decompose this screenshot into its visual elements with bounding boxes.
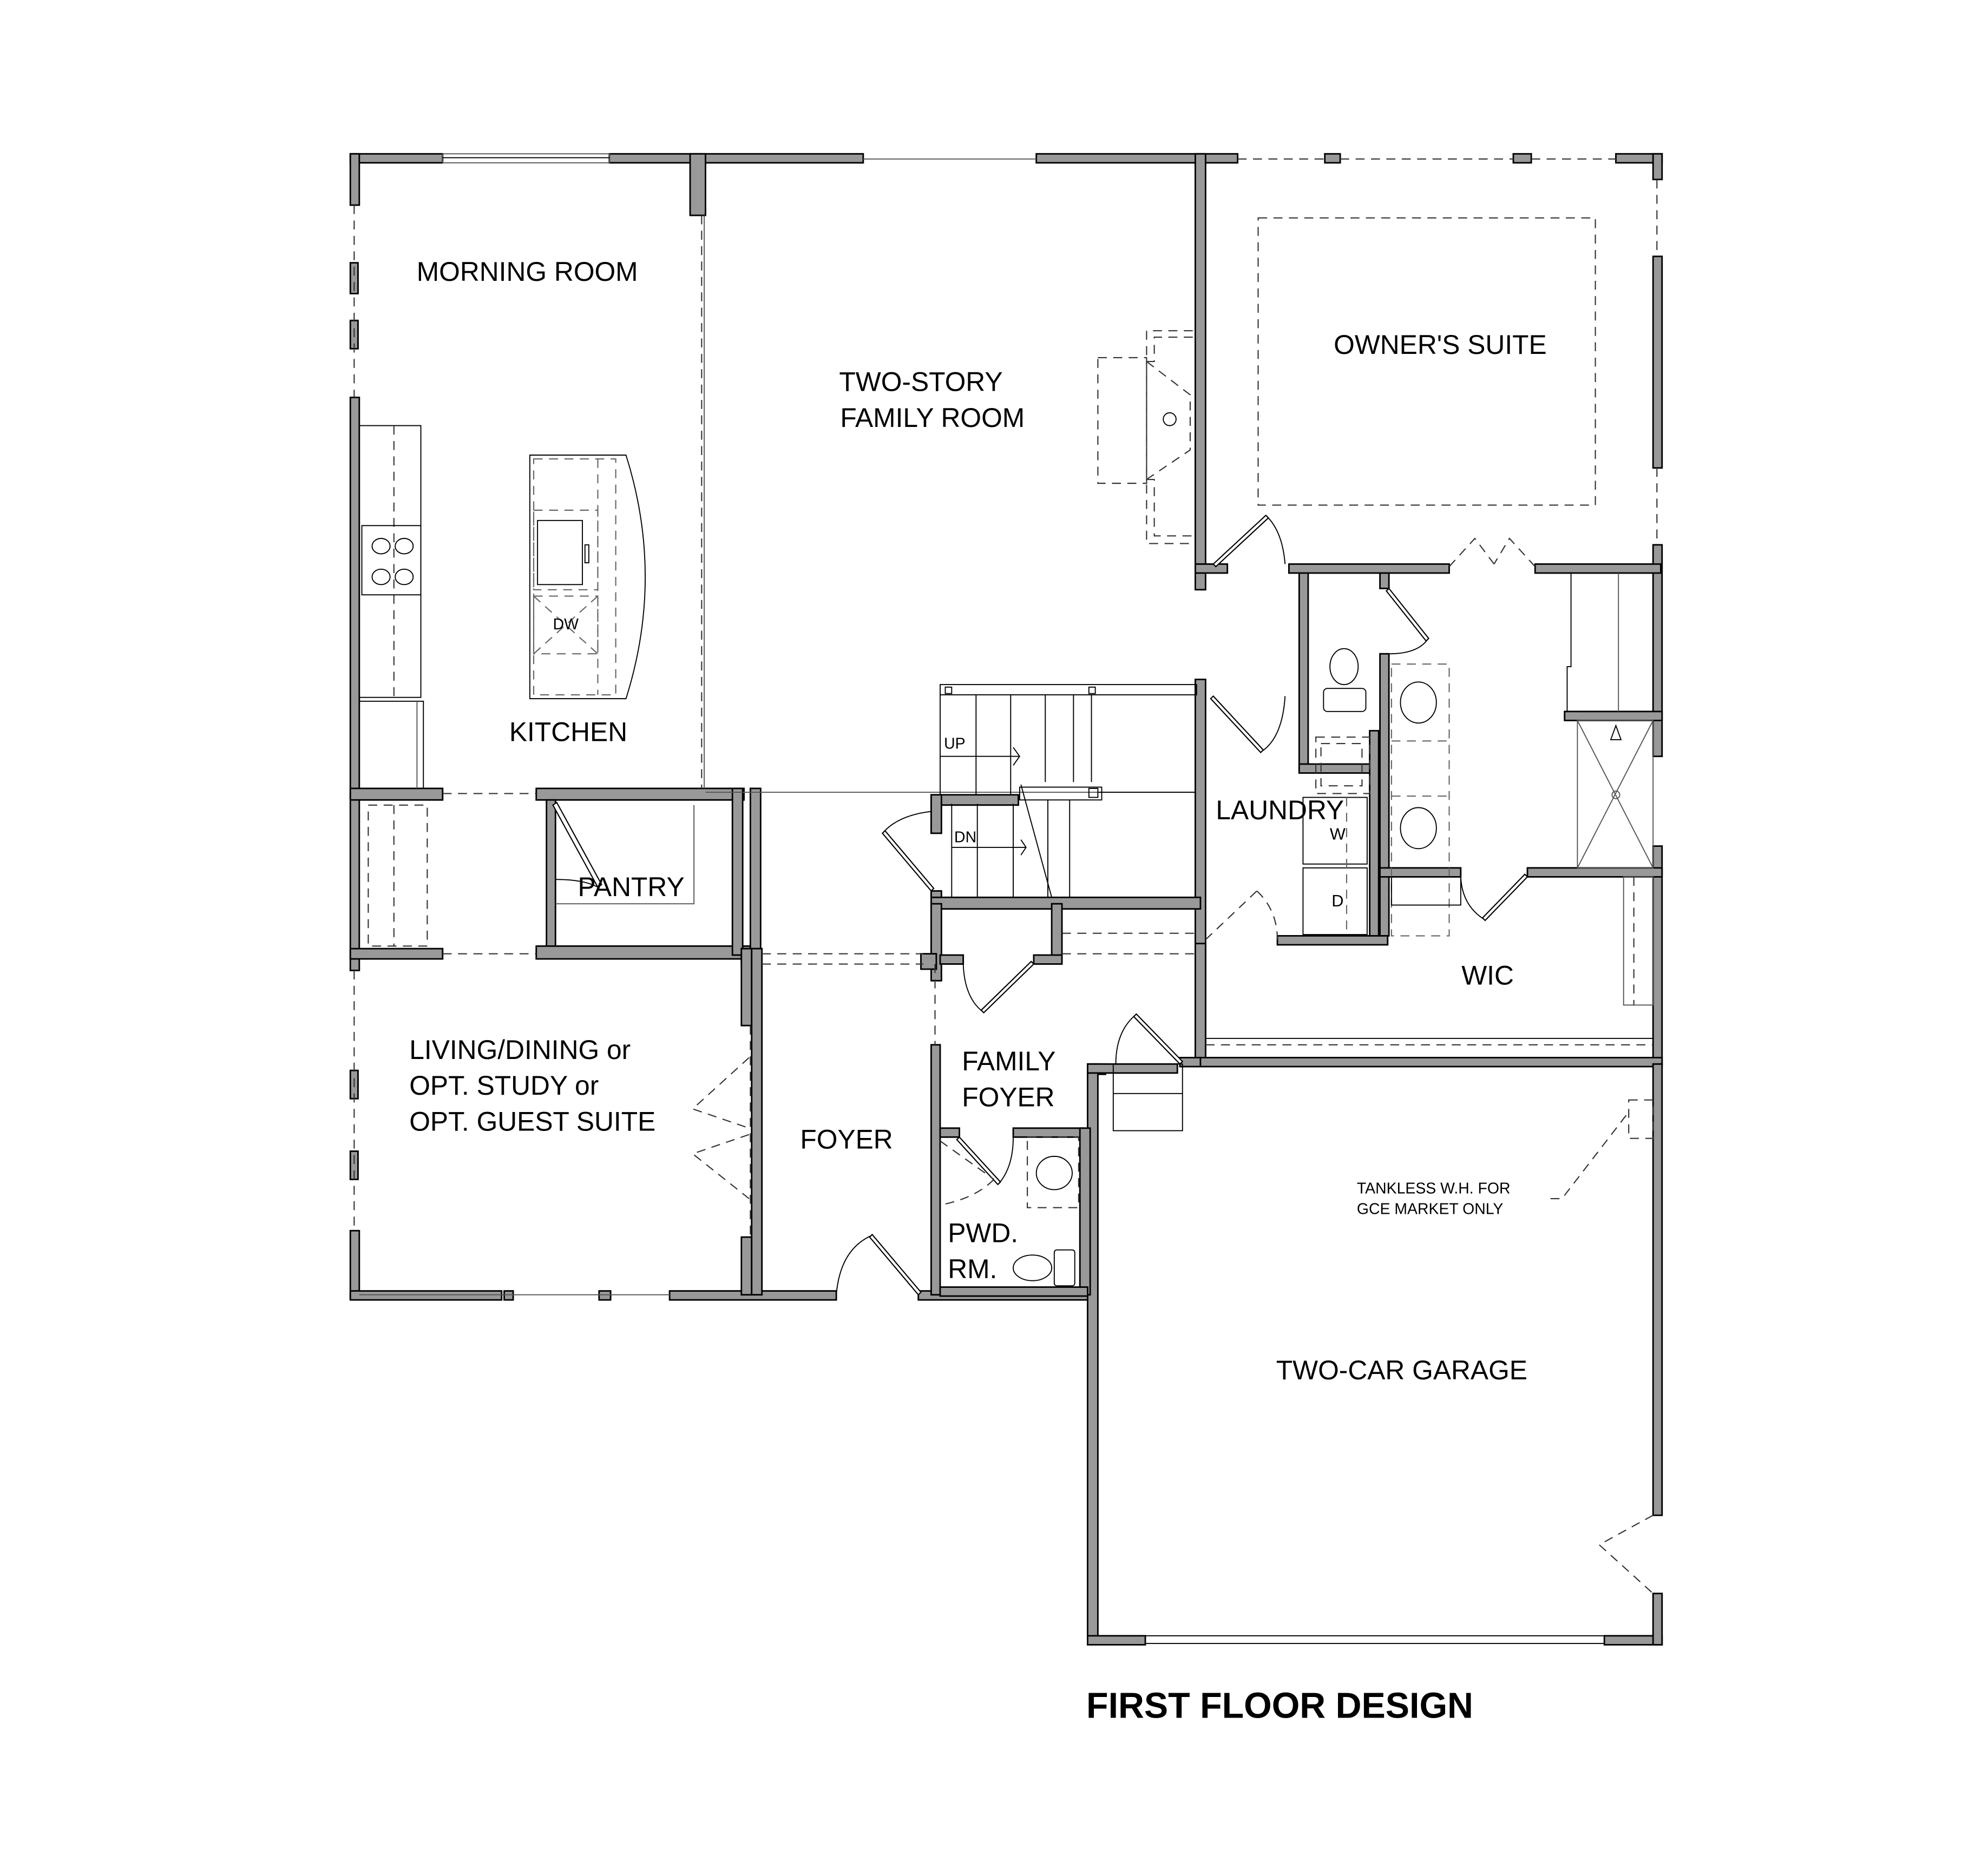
- toilet-icon: [1329, 648, 1359, 686]
- kitchen-island: DW: [529, 455, 646, 700]
- dryer-icon: [1302, 867, 1368, 935]
- water-heater-icon: [1628, 1099, 1654, 1139]
- family-room-label-line1: TWO-STORY: [839, 367, 1002, 397]
- front-door: [869, 1233, 922, 1296]
- living-label-line3: OPT. GUEST SUITE: [409, 1106, 655, 1136]
- stairs-up-label: UP: [944, 735, 965, 753]
- water-heater-note-line2: GCE MARKET ONLY: [1357, 1200, 1503, 1218]
- basement-door: [881, 830, 935, 892]
- stairs-down-label: DN: [954, 828, 976, 846]
- sink-icon: [1035, 1155, 1073, 1190]
- shower-icon: [1577, 720, 1654, 869]
- living-label-line1: LIVING/DINING or: [409, 1035, 631, 1065]
- owners-suite-door: [1212, 514, 1270, 568]
- wic-door: [1481, 873, 1528, 922]
- kitchen-label: KITCHEN: [509, 716, 627, 747]
- garage-entry-door: [1133, 1013, 1184, 1065]
- living-label-line2: OPT. STUDY or: [409, 1070, 599, 1101]
- dishwasher-label: DW: [553, 616, 579, 633]
- room-labels: MORNING ROOM TWO-STORY FAMILY ROOM OWNER…: [409, 256, 1546, 1385]
- fireplace-icon: [1097, 330, 1193, 544]
- water-heater-note-line1: TANKLESS W.H. FOR: [1357, 1180, 1511, 1198]
- laundry-door-top: [1210, 695, 1264, 754]
- garage-label: TWO-CAR GARAGE: [1276, 1355, 1527, 1385]
- owners-fixtures: [1205, 217, 1654, 1045]
- walls: [349, 153, 1663, 1646]
- family-foyer-label-line2: FOYER: [962, 1082, 1054, 1112]
- bed-area-outline: [1257, 217, 1596, 506]
- foyer-label: FOYER: [800, 1124, 893, 1155]
- wic-label: WIC: [1461, 960, 1514, 990]
- staircase[interactable]: UP DN: [940, 684, 1197, 898]
- closet-door: [980, 961, 1035, 1014]
- refrigerator-icon: [358, 700, 424, 789]
- sink-icon: [1400, 681, 1437, 724]
- cooktop-icon: [371, 538, 414, 586]
- powder-room-label-line1: PWD.: [948, 1218, 1018, 1248]
- dishwasher-icon: [533, 595, 599, 655]
- laundry-sink-icon: [1315, 736, 1370, 794]
- family-foyer-label-line1: FAMILY: [962, 1046, 1055, 1076]
- powder-room-label-line2: RM.: [948, 1254, 997, 1284]
- washer-label: W: [1330, 825, 1346, 844]
- powder-room-door: [956, 1136, 1001, 1186]
- toilet-icon: [1013, 1254, 1053, 1281]
- washer-icon: [1302, 797, 1368, 865]
- garage-fixtures: [1545, 1099, 1654, 1200]
- doors: [691, 514, 1654, 1594]
- sink-icon: [537, 519, 583, 586]
- dryer-label: D: [1331, 891, 1343, 910]
- owners-suite-label: OWNER'S SUITE: [1334, 330, 1547, 360]
- plan-title: FIRST FLOOR DESIGN: [1086, 1686, 1473, 1726]
- morning-room-label: MORNING ROOM: [417, 256, 638, 287]
- sink-icon: [1400, 807, 1437, 850]
- family-room-label-line2: FAMILY ROOM: [840, 403, 1025, 433]
- pantry-label: PANTRY: [578, 872, 684, 902]
- powder-fixtures: [1013, 1136, 1079, 1287]
- laundry-label: LAUNDRY: [1216, 795, 1344, 825]
- toilet-room-door: [1385, 587, 1430, 642]
- kitchen-fixtures: DW: [358, 425, 695, 955]
